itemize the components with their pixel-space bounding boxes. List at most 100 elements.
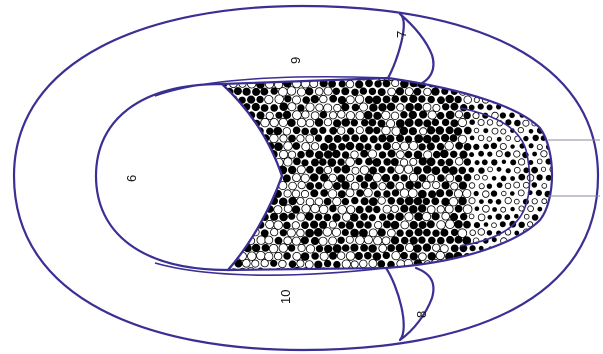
particle xyxy=(270,213,278,221)
particle xyxy=(316,104,323,111)
particle xyxy=(378,103,386,111)
particle xyxy=(256,205,264,213)
particle xyxy=(341,87,349,95)
particle xyxy=(532,277,537,282)
particle xyxy=(383,220,391,228)
particle xyxy=(488,167,493,172)
particle xyxy=(306,149,314,157)
particle xyxy=(346,236,353,243)
particle xyxy=(280,229,287,236)
particle xyxy=(316,245,323,252)
particle xyxy=(383,96,391,104)
particle xyxy=(266,220,274,228)
particle xyxy=(252,244,260,252)
particle xyxy=(369,259,377,267)
particle xyxy=(400,205,408,213)
particle xyxy=(510,144,514,148)
particle xyxy=(537,159,542,164)
particle xyxy=(320,111,328,119)
particle xyxy=(383,158,391,166)
particle xyxy=(238,127,247,136)
particle xyxy=(288,276,296,284)
particle xyxy=(528,206,534,212)
label-6: 6 xyxy=(124,175,139,182)
particle xyxy=(392,127,401,136)
particle xyxy=(484,222,489,227)
particle xyxy=(369,119,377,127)
particle xyxy=(225,181,234,190)
particle xyxy=(537,145,542,150)
particle xyxy=(423,103,431,111)
particle xyxy=(523,277,528,282)
particle xyxy=(491,143,497,149)
particle xyxy=(479,184,484,189)
particle xyxy=(338,222,345,229)
particle xyxy=(315,151,324,160)
particle xyxy=(432,212,440,220)
particle xyxy=(427,220,435,228)
bottom-nozzle-outline xyxy=(386,268,433,340)
particle xyxy=(275,112,282,119)
particle xyxy=(500,112,506,118)
particle xyxy=(478,119,484,125)
particle xyxy=(230,189,238,197)
particle xyxy=(243,182,251,190)
particle xyxy=(225,119,233,127)
particle xyxy=(555,254,561,260)
particle xyxy=(239,220,247,228)
particle xyxy=(424,88,432,96)
particle xyxy=(532,182,538,188)
particle xyxy=(506,168,511,173)
particle xyxy=(531,167,538,174)
particle xyxy=(511,98,516,103)
particle xyxy=(415,228,423,236)
particle xyxy=(373,173,382,182)
particle xyxy=(323,228,332,237)
particle xyxy=(423,165,432,174)
particle xyxy=(400,127,409,136)
particle xyxy=(370,135,378,143)
particle xyxy=(532,260,538,266)
particle xyxy=(305,261,313,269)
particle xyxy=(293,252,301,260)
particle xyxy=(306,135,314,143)
particle xyxy=(252,103,260,111)
particle xyxy=(257,190,265,198)
particle xyxy=(519,81,525,87)
particle xyxy=(487,137,492,142)
particle xyxy=(333,88,340,95)
particle xyxy=(463,112,470,119)
particle xyxy=(431,87,439,95)
particle xyxy=(413,244,422,253)
particle xyxy=(238,206,247,215)
particle xyxy=(504,214,510,220)
particle xyxy=(455,175,462,182)
particle xyxy=(238,190,246,198)
particle xyxy=(492,176,497,181)
particle xyxy=(311,204,320,213)
particle xyxy=(243,198,251,206)
particle xyxy=(446,267,454,275)
particle xyxy=(469,167,475,173)
particle xyxy=(271,229,278,236)
particle xyxy=(536,269,542,275)
particle xyxy=(234,198,243,207)
particle xyxy=(252,150,260,158)
particle xyxy=(532,152,537,157)
particle xyxy=(320,189,328,197)
particle xyxy=(459,73,467,81)
particle xyxy=(483,269,489,275)
particle xyxy=(483,81,489,87)
particle xyxy=(487,120,493,126)
particle xyxy=(459,181,467,189)
particle xyxy=(515,261,520,266)
particle xyxy=(284,190,291,197)
particle xyxy=(523,136,528,141)
particle xyxy=(333,261,340,268)
particle xyxy=(229,111,237,119)
particle xyxy=(279,244,288,253)
particle xyxy=(437,237,445,245)
particle xyxy=(252,135,260,143)
particle xyxy=(251,198,259,206)
particle xyxy=(252,260,259,267)
